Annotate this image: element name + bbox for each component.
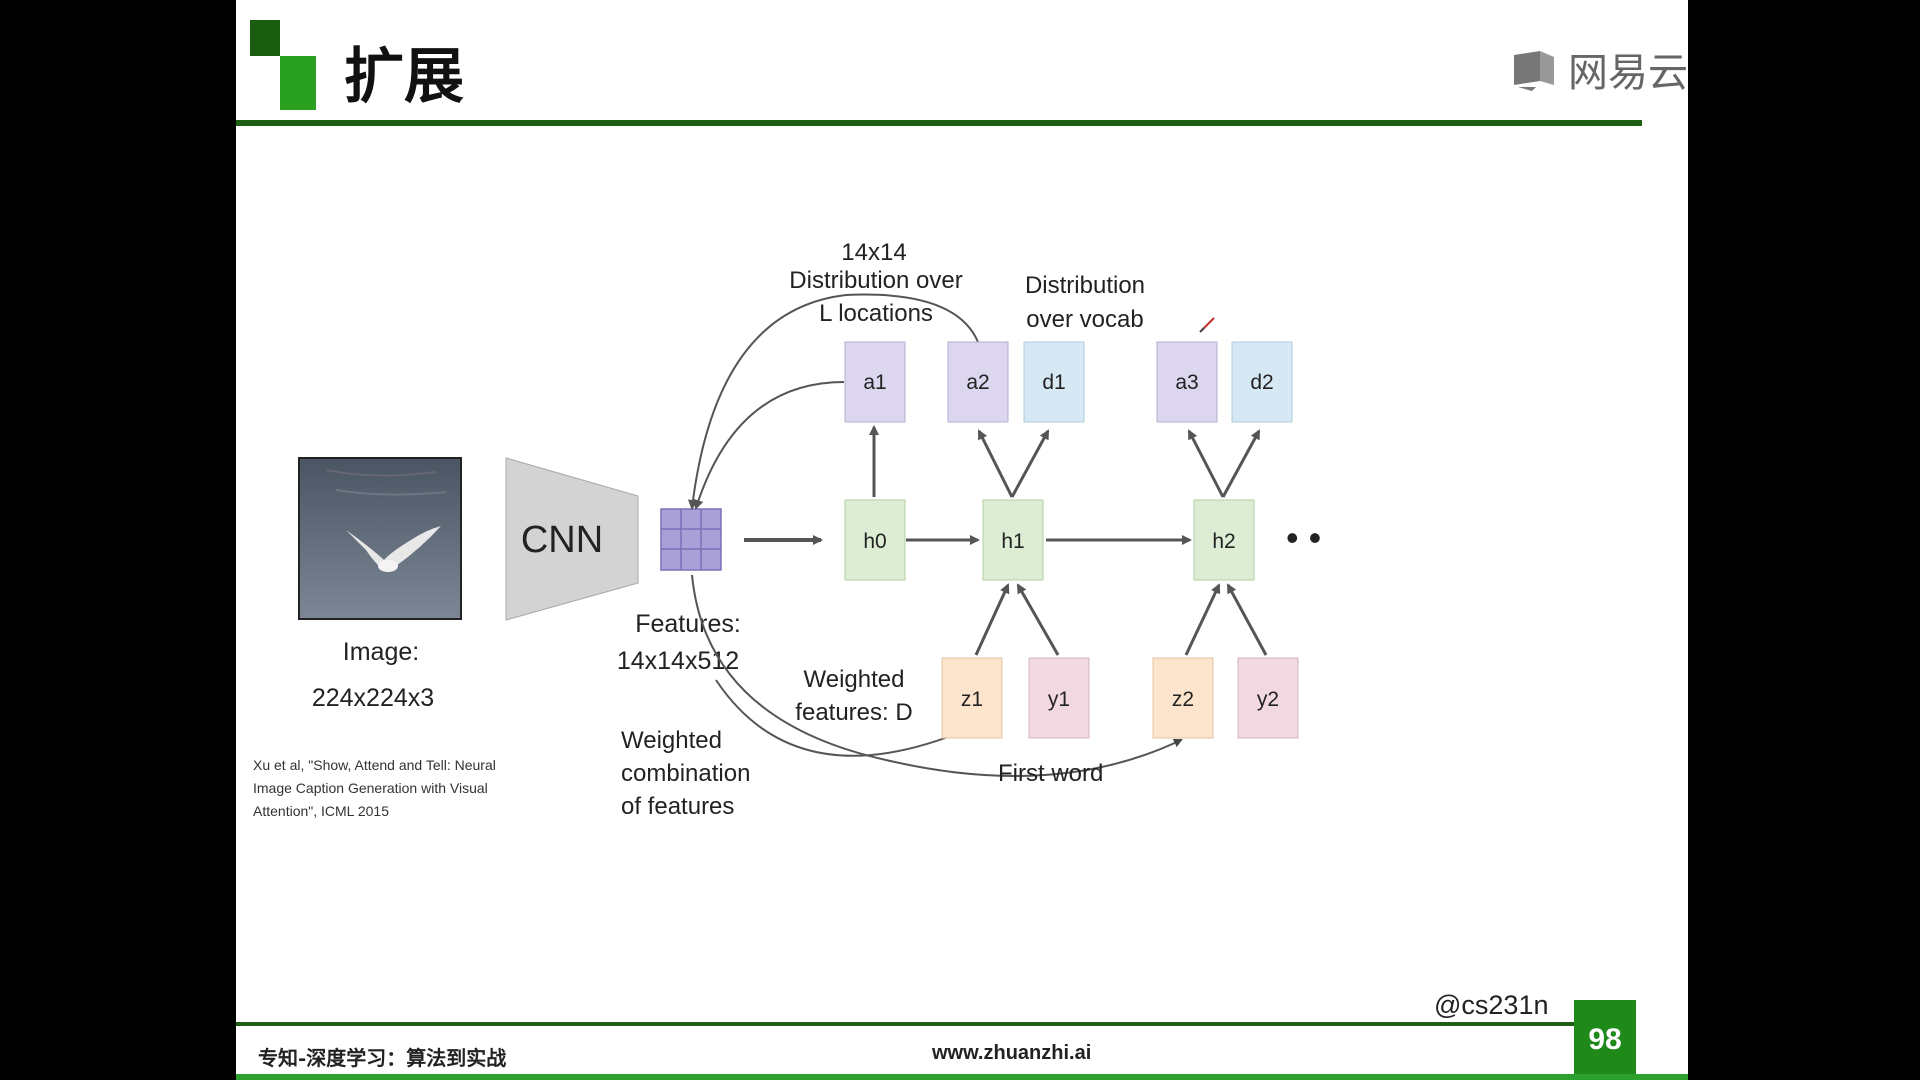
bird-icon xyxy=(346,526,441,572)
header-rule xyxy=(236,120,1642,126)
arrow-z2-h2 xyxy=(1184,583,1221,656)
svg-text:y1: y1 xyxy=(1048,688,1070,711)
node-h2: h2 xyxy=(1193,499,1255,581)
arrow-h2-a3 xyxy=(1187,429,1225,498)
node-a2: a2 xyxy=(947,341,1009,423)
weighted-arrow-z1 xyxy=(715,679,968,757)
citation-line-3: Attention", ICML 2015 xyxy=(253,803,389,819)
slide: 扩展 网易云 xyxy=(236,0,1688,1080)
input-image xyxy=(298,457,462,620)
node-y1: y1 xyxy=(1028,657,1090,739)
weighted-combination-2: combination xyxy=(621,760,750,787)
node-z2: z2 xyxy=(1152,657,1214,739)
svg-text:a3: a3 xyxy=(1175,371,1198,394)
svg-text:a2: a2 xyxy=(966,371,989,394)
features-label: Features: xyxy=(635,610,741,638)
citation-line-1: Xu et al, "Show, Attend and Tell: Neural xyxy=(253,757,496,773)
node-h1: h1 xyxy=(982,499,1044,581)
top-label-3: L locations xyxy=(819,300,933,327)
pen-cursor-icon xyxy=(1199,317,1215,333)
cnn-block xyxy=(505,457,639,621)
footer-url: www.zhuanzhi.ai xyxy=(932,1042,1092,1064)
top-label-1: 14x14 xyxy=(841,239,906,266)
attention-arrow-a2 xyxy=(688,293,979,510)
image-size: 224x224x3 xyxy=(312,684,434,712)
first-word-label: First word xyxy=(998,760,1103,787)
weighted-combination-1: Weighted xyxy=(621,727,722,754)
svg-text:d1: d1 xyxy=(1042,371,1065,394)
arrow-h1-a2 xyxy=(977,429,1014,498)
footer-course-title: 专知-深度学习：算法到实战 xyxy=(258,1046,507,1070)
svg-text:a1: a1 xyxy=(863,371,886,394)
logo-square-dark xyxy=(250,20,280,56)
credit-handle: @cs231n xyxy=(1434,990,1549,1020)
bottom-bar xyxy=(236,1074,1688,1080)
footer-rule xyxy=(236,1022,1576,1026)
svg-text:h0: h0 xyxy=(863,530,886,553)
arrow-h1-d1 xyxy=(1010,429,1050,498)
node-y2: y2 xyxy=(1237,657,1299,739)
cloud-book-icon xyxy=(1514,51,1554,91)
weighted-combination-3: of features xyxy=(621,793,734,820)
ellipsis: • • xyxy=(1286,517,1321,558)
brand-text: 网易云 xyxy=(1568,50,1688,96)
cnn-label: CNN xyxy=(521,519,603,561)
image-label: Image: xyxy=(343,638,419,666)
arrow-z1-h1 xyxy=(974,583,1010,656)
slide-title: 扩展 xyxy=(344,42,464,112)
svg-text:z1: z1 xyxy=(961,688,983,711)
page-number: 98 xyxy=(1574,1000,1636,1080)
attention-arrow-a1 xyxy=(693,381,845,510)
arrow-y1-h1 xyxy=(1016,583,1060,656)
weighted-features-1: Weighted xyxy=(804,666,905,693)
svg-text:y2: y2 xyxy=(1257,688,1279,711)
citation-line-2: Image Caption Generation with Visual xyxy=(253,780,488,796)
weighted-arrow-z2 xyxy=(691,574,1183,777)
vocab-label-2: over vocab xyxy=(1026,306,1143,333)
arrow-h2-d2 xyxy=(1221,429,1261,498)
weighted-features-2: features: D xyxy=(795,699,912,726)
node-a3: a3 xyxy=(1156,341,1218,423)
attention-diagram: Image: 224x224x3 CNN Features: 14x14x512… xyxy=(253,239,1321,820)
svg-text:d2: d2 xyxy=(1250,371,1273,394)
top-label-2: Distribution over xyxy=(789,267,962,294)
node-h0: h0 xyxy=(844,499,906,581)
features-size: 14x14x512 xyxy=(617,647,739,675)
node-d1: d1 xyxy=(1023,341,1085,423)
node-z1: z1 xyxy=(941,657,1003,739)
logo-square-green xyxy=(280,56,316,110)
node-d2: d2 xyxy=(1231,341,1293,423)
brand-logo: 网易云 xyxy=(1510,44,1688,96)
svg-text:z2: z2 xyxy=(1172,688,1194,711)
vocab-label-1: Distribution xyxy=(1025,272,1145,299)
svg-text:h1: h1 xyxy=(1001,530,1024,553)
node-a1: a1 xyxy=(844,341,906,423)
feature-grid xyxy=(660,508,722,571)
arrow-y2-h2 xyxy=(1226,583,1268,656)
svg-text:h2: h2 xyxy=(1212,530,1235,553)
